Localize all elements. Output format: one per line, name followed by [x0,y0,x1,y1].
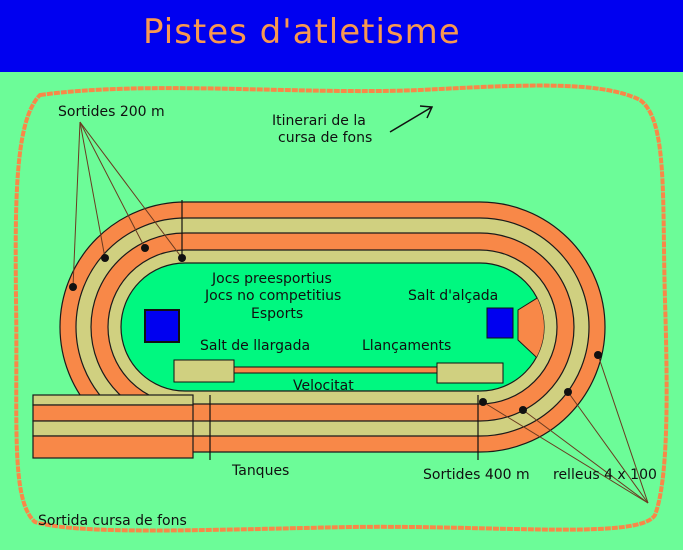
sprint-runway [233,366,439,374]
straight-extension [32,394,194,459]
label-hurdles: Tanques [232,463,290,479]
start-markers [69,244,602,414]
label-route-2: cursa de fons [278,130,373,146]
arrow-icon [389,105,434,133]
blue-mat-left [144,309,180,343]
label-relay: relleus 4 x 100 [553,467,657,483]
label-games-3: Esports [251,306,304,322]
long-jump-pit [173,359,235,383]
label-cross-country-start: Sortida cursa de fons [38,513,187,529]
label-games-1: Jocs preesportius [212,271,332,287]
label-route-1: Itinerari de la [272,113,366,129]
high-jump-mat [486,307,514,339]
cross-country-route [13,83,669,533]
label-high-jump: Salt d'alçada [408,288,499,304]
starts-200-pointers [72,121,183,288]
label-starts-200: Sortides 200 m [58,104,165,120]
label-long-jump: Salt de llargada [200,338,311,354]
label-starts-400: Sortides 400 m [423,467,530,483]
starts-400-pointers [482,354,649,504]
label-throws: Llançaments [362,338,452,354]
page-title: Pistes d'atletisme [143,12,461,52]
header-banner: Pistes d'atletisme [0,0,683,72]
label-sprint: Velocitat [293,378,354,394]
label-games-2: Jocs no competitius [205,288,342,304]
throws-pit [436,362,504,384]
